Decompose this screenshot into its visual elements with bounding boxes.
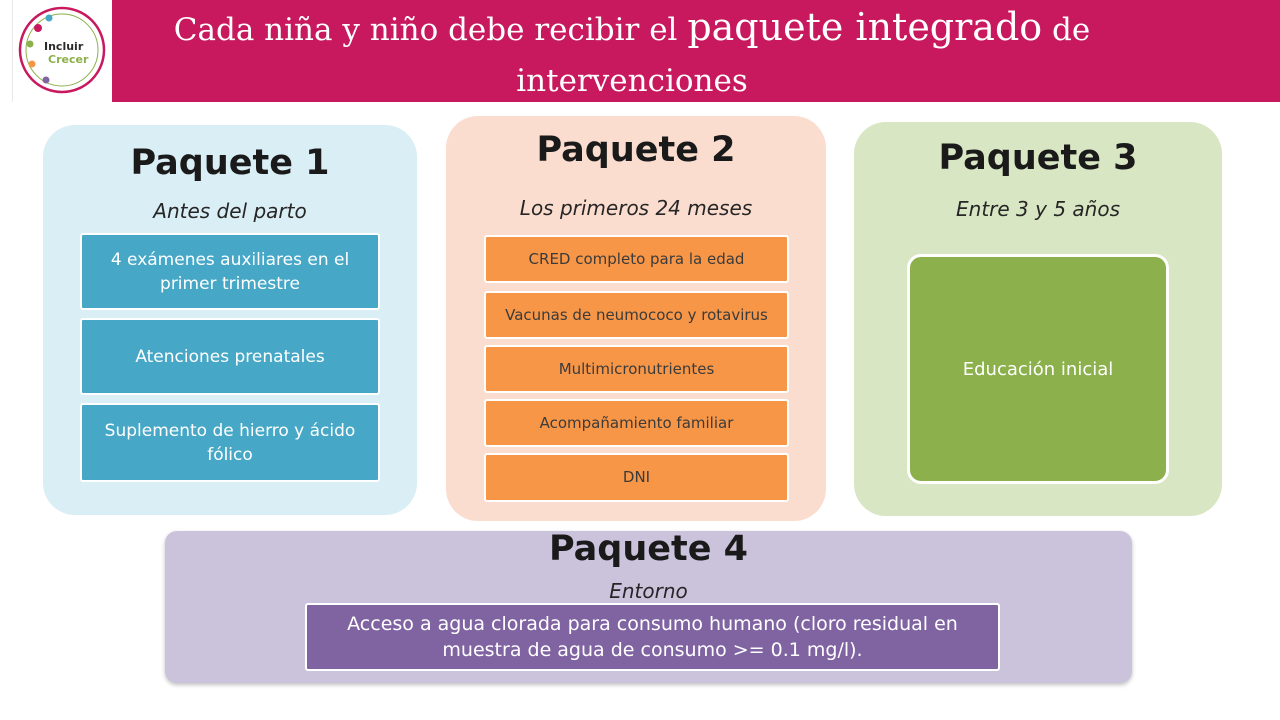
paquete-2-title: Paquete 2 [536, 130, 736, 170]
header-bar [112, 0, 1280, 102]
paquete-2-item-multimicronutrientes: Multimicronutrientes [484, 345, 789, 393]
paquete-2-item-vacunas: Vacunas de neumococo y rotavirus [484, 291, 789, 339]
paquete-4-item-agua: Acceso a agua clorada para consumo human… [305, 603, 1000, 671]
paquete-2-panel: Paquete 2 Los primeros 24 meses CRED com… [446, 116, 826, 521]
paquete-1-item-suplemento: Suplemento de hierro y ácido fólico [80, 403, 380, 482]
title-part-1: Cada niña y niño debe recibir el [173, 12, 688, 48]
paquete-4-subtitle: Entorno [609, 579, 688, 603]
paquete-3-item-educacion: Educación inicial [907, 254, 1169, 484]
paquete-2-item-cred: CRED completo para la edad [484, 235, 789, 283]
paquete-4-title: Paquete 4 [548, 529, 749, 569]
incluir-para-crecer-logo: Incluir Crecer [18, 6, 106, 94]
paquete-4-panel: Paquete 4 Entorno Acceso a agua clorada … [165, 529, 1132, 683]
paquete-2-item-dni: DNI [484, 453, 789, 502]
paquete-1-item-atenciones: Atenciones prenatales [80, 318, 380, 395]
paquete-2-item-acompanamiento: Acompañamiento familiar [484, 399, 789, 447]
paquete-1-title: Paquete 1 [130, 143, 330, 183]
paquete-1-subtitle: Antes del parto [153, 199, 307, 223]
page-title: Cada niña y niño debe recibir el paquete… [112, 4, 1152, 109]
paquete-1-panel: Paquete 1 Antes del parto 4 exámenes aux… [43, 125, 417, 515]
title-part-3: de intervenciones [516, 12, 1091, 99]
title-part-2: paquete integrado [687, 5, 1043, 49]
paquete-3-title: Paquete 3 [938, 138, 1138, 178]
logo-text-crecer: Crecer [48, 53, 89, 66]
logo-text-incluir: Incluir [44, 40, 84, 53]
logo-area [12, 0, 113, 102]
paquete-3-subtitle: Entre 3 y 5 años [956, 197, 1120, 221]
paquete-1-item-examenes: 4 exámenes auxiliares en el primer trime… [80, 233, 380, 310]
paquete-2-subtitle: Los primeros 24 meses [519, 196, 753, 220]
paquete-3-panel: Paquete 3 Entre 3 y 5 años Educación ini… [854, 122, 1222, 516]
